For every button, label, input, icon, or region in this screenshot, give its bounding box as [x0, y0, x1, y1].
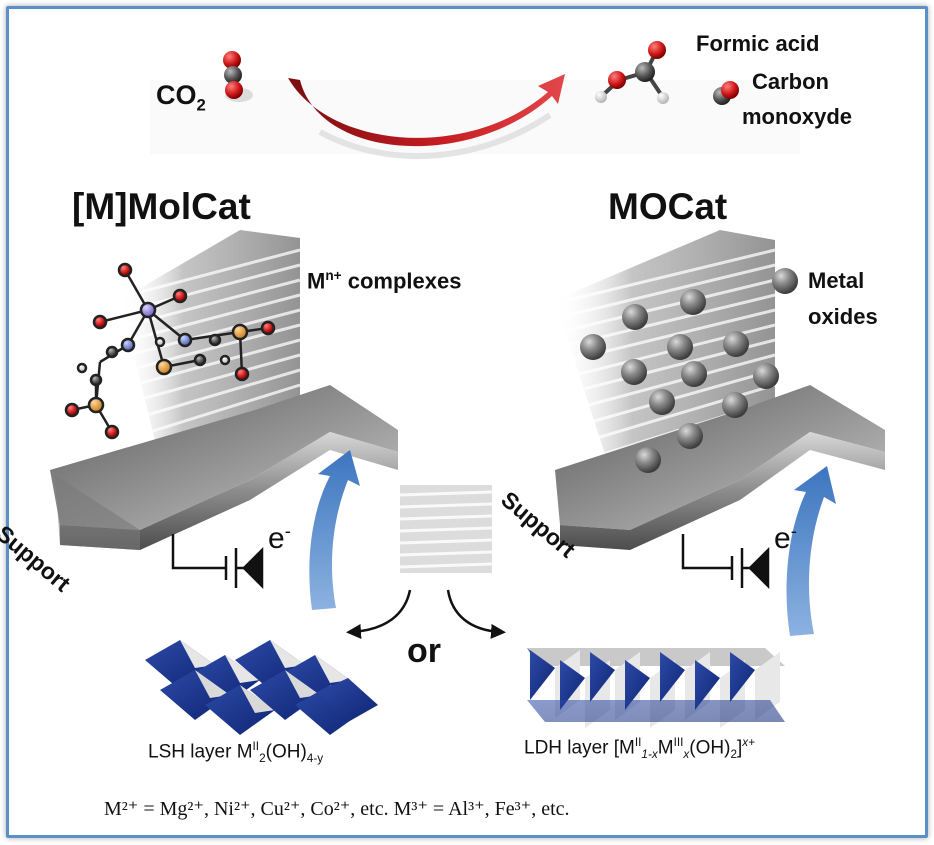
metal-oxide-sphere — [621, 359, 647, 385]
reactant-formula: CO — [156, 80, 197, 110]
lsh-sub-hydroxide: 4-y — [306, 752, 324, 766]
metal-oxide-sphere — [635, 447, 661, 473]
lsh-sub-count: 2 — [259, 752, 266, 766]
metal-oxide-sphere — [649, 389, 675, 415]
formic-acid-molecule-icon — [595, 41, 669, 104]
ldh-bracket: ] — [737, 737, 743, 759]
ldh-sub-1x: 1-x — [641, 748, 658, 762]
ldh-layer-structure — [527, 648, 785, 728]
right-electron-symbol: e — [774, 522, 791, 555]
complex-label-metal: M — [307, 268, 326, 294]
left-panel-title: [M]MolCat — [72, 186, 251, 227]
left-branch-arrow-icon — [346, 589, 412, 639]
ldh-sub-2: 2 — [730, 748, 737, 762]
left-electron-charge: - — [284, 520, 291, 541]
metal-oxide-spheres — [580, 289, 779, 473]
left-electron-symbol: e — [268, 522, 285, 555]
right-support-slab — [555, 385, 885, 550]
ldh-sup-iii: III — [673, 736, 684, 749]
reaction-strip — [150, 41, 800, 160]
complex-label: Mn+ complexes — [307, 268, 461, 294]
lsh-layer-structure — [145, 640, 378, 735]
metal-oxide-sphere — [622, 304, 648, 330]
left-electron-arrow-icon — [309, 450, 360, 610]
carbon-monoxide-molecule-icon — [713, 81, 739, 105]
ldh-sub-x: x — [683, 748, 690, 762]
co2-molecule-icon — [223, 51, 253, 102]
metal-oxides-label-line1: Metal — [808, 268, 865, 293]
reaction-arrow-icon — [288, 74, 565, 147]
lsh-prefix: LSH layer M — [148, 741, 253, 763]
metal-oxide-sphere — [723, 331, 749, 357]
ldh-sup-charge: x+ — [742, 736, 756, 749]
reactant-subscript: 2 — [196, 95, 206, 115]
right-panel-title: MOCat — [608, 186, 728, 227]
metal-complex-molecule-icon — [64, 262, 276, 440]
metal-oxide-sphere — [677, 423, 703, 449]
right-branch-arrow-icon — [446, 589, 506, 639]
metal-oxides-label-line2: oxides — [808, 304, 878, 329]
right-electron-label: e- — [774, 520, 797, 556]
metal-oxide-legend-icon — [772, 268, 798, 294]
metal-oxide-sphere — [680, 289, 706, 315]
left-electron-label: e- — [268, 520, 291, 556]
lsh-sup-oxidation: II — [252, 740, 260, 753]
lsh-hydroxide: (OH) — [265, 741, 307, 763]
ldh-layer-label: LDH layer [MII1-xMIIIx(OH)2]x+ — [524, 736, 755, 761]
reactant-label: CO2 — [156, 80, 206, 115]
ldh-hydroxide: (OH) — [689, 737, 731, 759]
metal-oxide-sphere — [681, 361, 707, 387]
center-layer-sheet — [399, 485, 493, 573]
complex-label-charge: n+ — [325, 268, 342, 283]
right-electrode-circuit-icon — [681, 534, 770, 590]
left-support-slab — [50, 385, 398, 550]
ldh-sup-ii: II — [634, 736, 642, 749]
left-electrode-circuit-icon — [171, 534, 264, 590]
metal-oxide-sphere — [753, 363, 779, 389]
metal-oxide-sphere — [580, 334, 606, 360]
product-carbon-label: Carbon — [752, 69, 829, 94]
or-label: or — [407, 632, 441, 670]
product-formic-acid-label: Formic acid — [696, 31, 820, 56]
right-electron-arrow-icon — [786, 466, 836, 636]
right-electron-charge: - — [790, 520, 797, 541]
complex-label-text: complexes — [341, 268, 462, 294]
product-monoxyde-label: monoxyde — [742, 104, 853, 129]
ldh-prefix: LDH layer [M — [524, 737, 635, 759]
lsh-layer-label: LSH layer MII2(OH)4-y — [148, 740, 323, 765]
left-catalyst-sheet — [109, 230, 301, 460]
metal-oxide-sphere — [722, 392, 748, 418]
metal-oxide-sphere — [667, 334, 693, 360]
footer-metal-definitions: M²⁺ = Mg²⁺, Ni²⁺, Cu²⁺, Co²⁺, etc. M³⁺ =… — [104, 798, 570, 820]
ldh-metal-2: M — [657, 737, 674, 759]
